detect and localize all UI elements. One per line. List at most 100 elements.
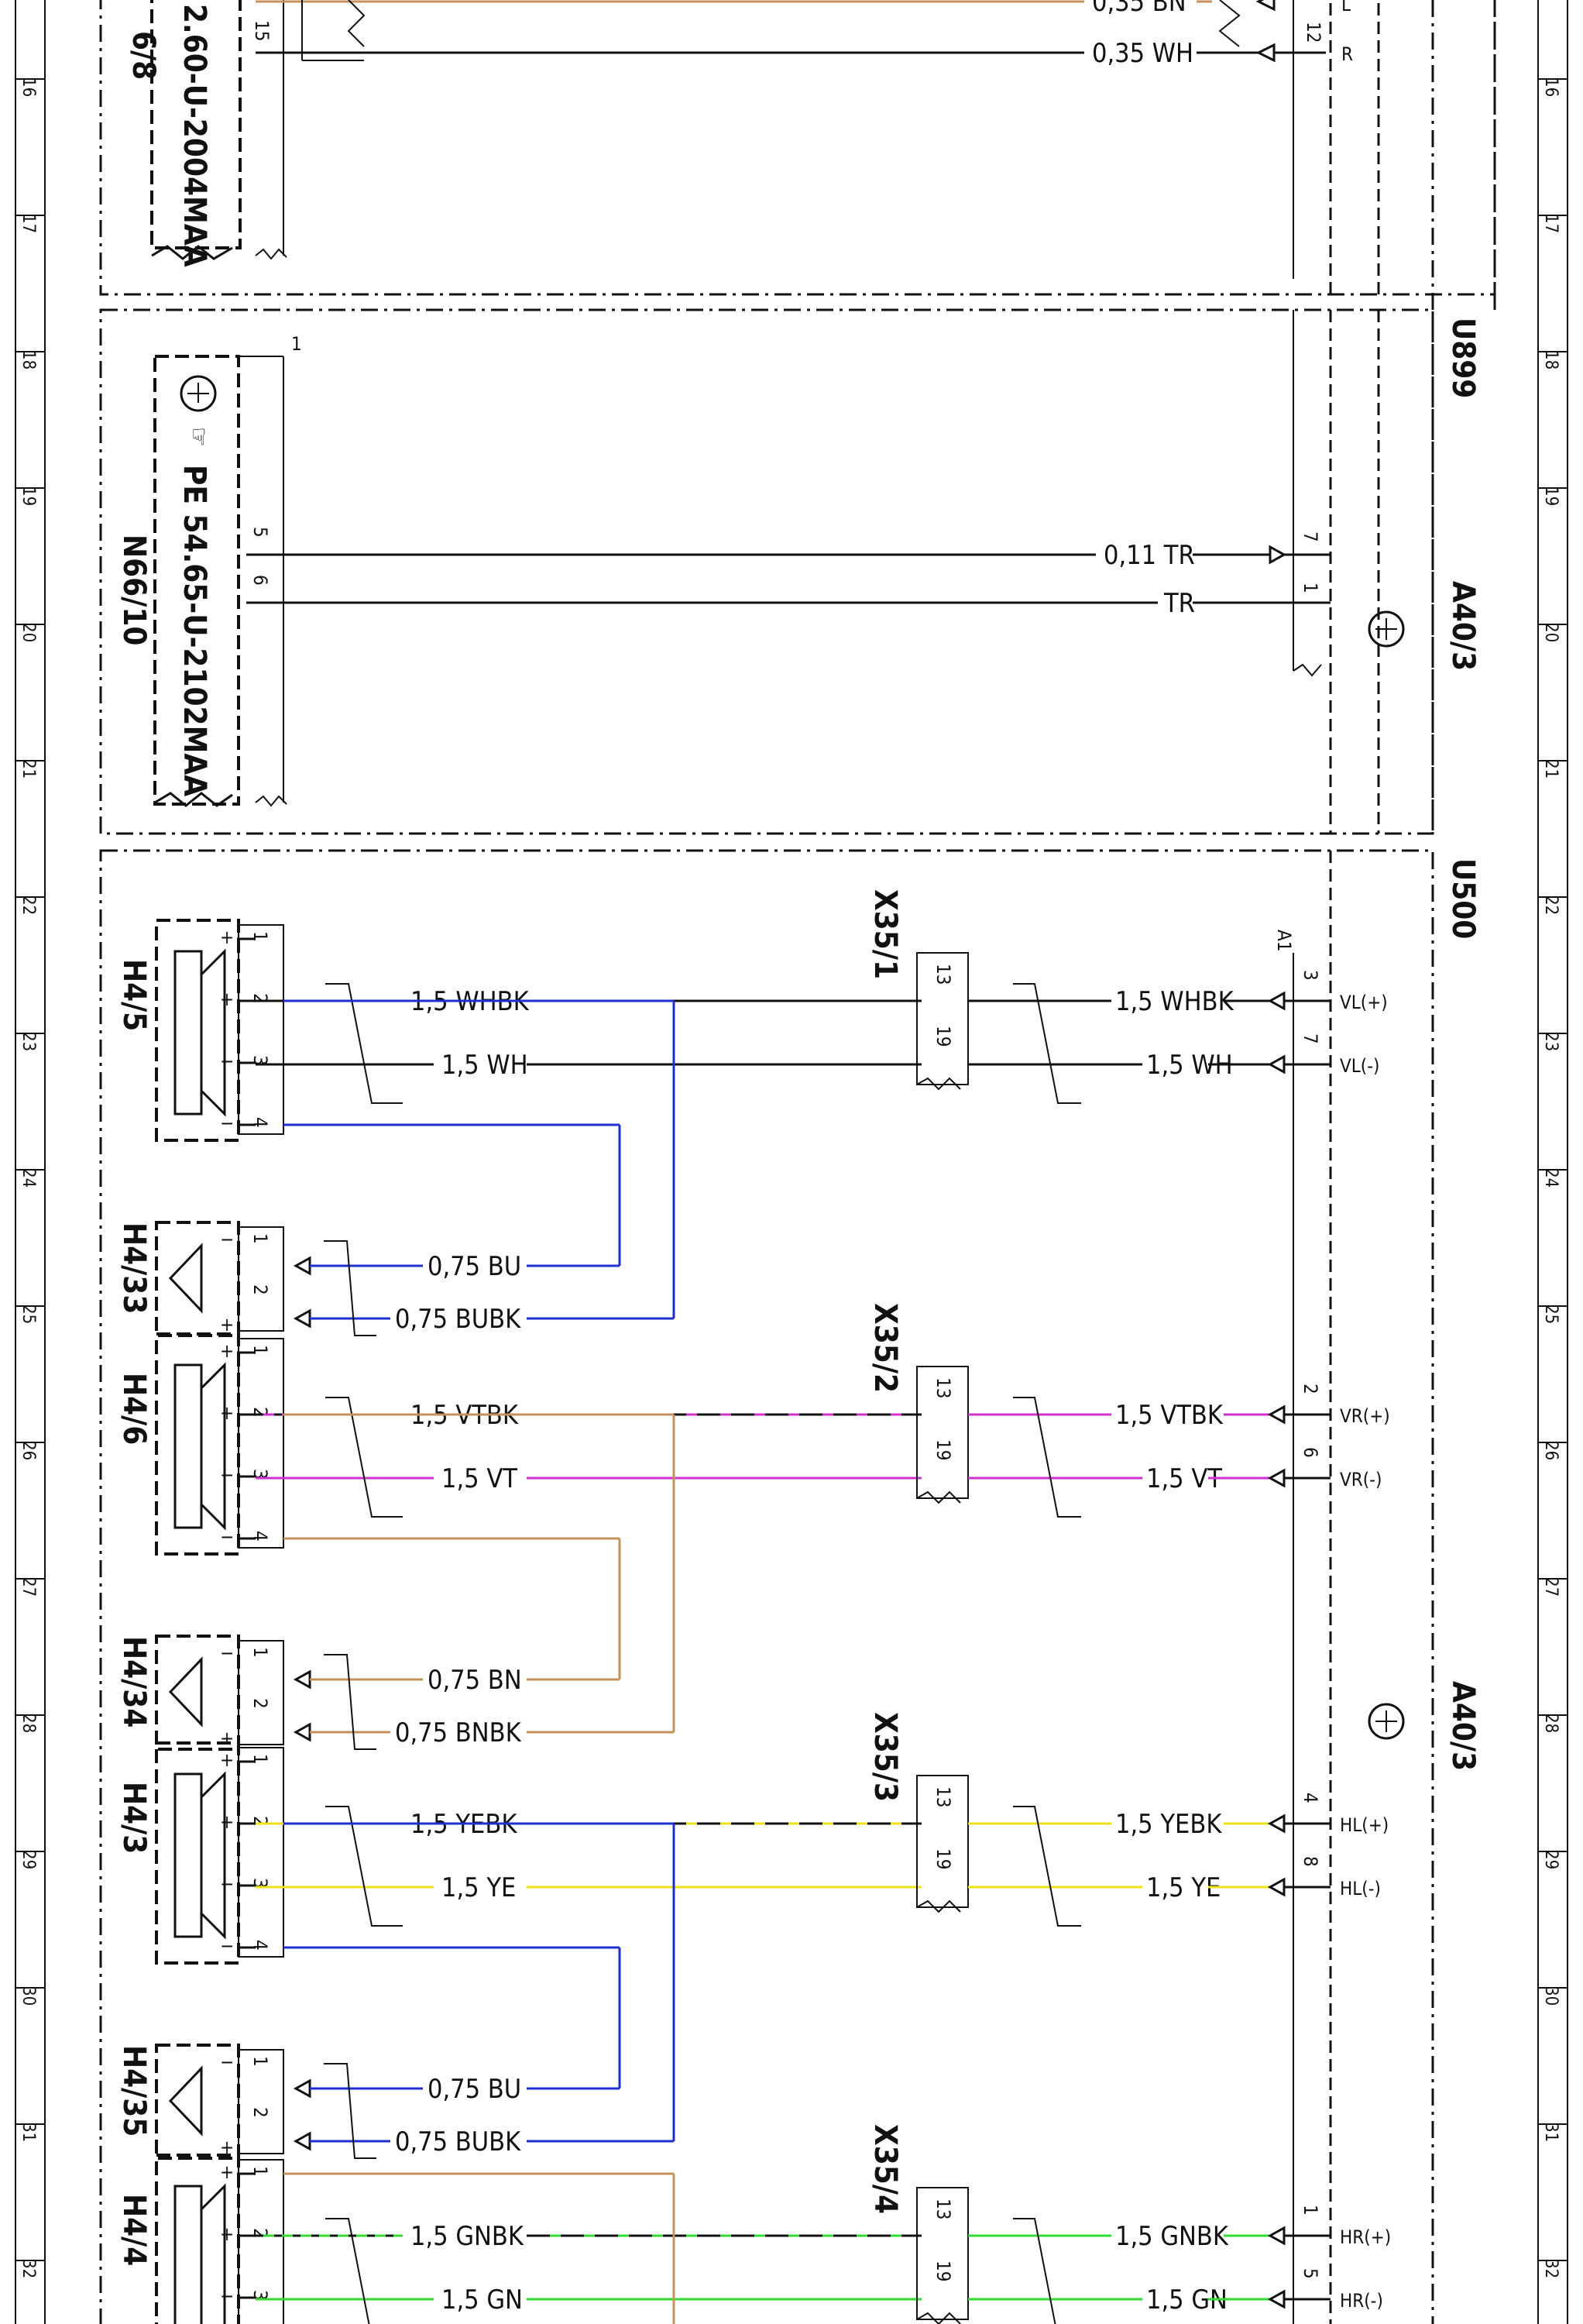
polarity-mark: + bbox=[220, 1402, 234, 1424]
top-block-ref: 6/8 bbox=[125, 31, 161, 80]
polarity-mark: + bbox=[220, 927, 234, 948]
ruler-number: 26 bbox=[1541, 1441, 1561, 1460]
top-pin-12: 12 bbox=[1303, 22, 1324, 43]
ruler-number: 25 bbox=[19, 1305, 38, 1324]
n66-doc-ref: PE 54.65-U-2102MAA bbox=[177, 465, 212, 796]
n66-wire1-right-pin: 7 bbox=[1300, 531, 1321, 542]
twist-mark bbox=[1013, 1806, 1081, 1927]
wire-pos-label: 1,5 GNBK bbox=[410, 2221, 524, 2252]
u500-section: U500 A40/3 A1 bbox=[99, 849, 1481, 2324]
tweeter-pin: 2 bbox=[249, 1284, 271, 1295]
polarity-mark: − bbox=[220, 1526, 234, 1548]
ruler-number: 24 bbox=[19, 1168, 38, 1188]
tweeter-connector bbox=[238, 1226, 284, 1332]
tweeter-arrow bbox=[293, 2078, 311, 2099]
transistor-icon bbox=[1368, 1703, 1405, 1740]
x35-pin-19: 19 bbox=[932, 2260, 954, 2281]
x35-break bbox=[916, 1077, 961, 1091]
ruler-number: 18 bbox=[19, 350, 38, 370]
wire-pos-label-right: 1,5 VTBK bbox=[1115, 1400, 1224, 1431]
polarity-mark: − bbox=[220, 1935, 234, 1957]
tweeter-wire-2-label: 0,75 BNBK bbox=[395, 1717, 522, 1748]
tweeter-connector bbox=[238, 1640, 284, 1745]
amp-out-pos: HL(+) bbox=[1340, 1814, 1389, 1836]
twist-mark bbox=[324, 2063, 376, 2159]
arrow-pos bbox=[1267, 2226, 1286, 2246]
amp-pin-pos: 4 bbox=[1300, 1793, 1321, 1803]
speaker-label: H4/5 bbox=[116, 959, 152, 1031]
speaker-pin: 2 bbox=[249, 1816, 271, 1827]
ruler-number: 16 bbox=[1541, 77, 1561, 97]
top-wire-1-label: 0,35 BN bbox=[1092, 0, 1186, 18]
ruler-number: 20 bbox=[1541, 623, 1561, 642]
amp-pin-neg: 6 bbox=[1300, 1447, 1321, 1458]
twist-mark bbox=[325, 983, 403, 1104]
twist-mark bbox=[325, 1806, 403, 1927]
n66-pin-1: 1 bbox=[291, 333, 302, 355]
ruler-number: 31 bbox=[19, 2123, 38, 2142]
polarity-mark: − bbox=[220, 1873, 234, 1895]
polarity-mark: − bbox=[220, 1464, 234, 1486]
ruler-number: 26 bbox=[19, 1441, 38, 1460]
n66-wire2-left-pin: 6 bbox=[249, 575, 271, 586]
tweeter-pin: 2 bbox=[249, 1698, 271, 1709]
speaker-pin: 1 bbox=[249, 1754, 271, 1765]
ruler-number: 17 bbox=[1541, 214, 1561, 233]
amp-out-pos: VR(+) bbox=[1340, 1405, 1390, 1427]
ruler-number: 27 bbox=[1541, 1577, 1561, 1597]
speaker-pin: 1 bbox=[249, 1345, 271, 1356]
ruler-number: 17 bbox=[19, 214, 38, 233]
speaker-box bbox=[155, 1332, 240, 1556]
speaker-icon bbox=[173, 1362, 226, 1531]
speaker-box bbox=[155, 1741, 240, 1965]
arrow-pos bbox=[1267, 991, 1286, 1011]
n66-wire1-left-pin: 5 bbox=[249, 527, 271, 538]
polarity-mark: + bbox=[220, 1811, 234, 1833]
tweeter-wire-1-label: 0,75 BU bbox=[428, 2074, 521, 2105]
tweeter-pin: 1 bbox=[249, 1647, 271, 1658]
speaker-label: H4/6 bbox=[116, 1373, 152, 1445]
speaker-pin: 1 bbox=[249, 931, 271, 942]
amp-pin-pos: 1 bbox=[1300, 2205, 1321, 2216]
ruler-number: 23 bbox=[1541, 1032, 1561, 1051]
x35-break bbox=[916, 1899, 961, 1913]
ruler-number: 23 bbox=[19, 1032, 38, 1051]
ruler-number: 32 bbox=[19, 2259, 38, 2278]
ruler-number: 29 bbox=[1541, 1850, 1561, 1869]
wire-neg-label: 1,5 YE bbox=[441, 1872, 516, 1903]
amp-out-neg: HR(-) bbox=[1340, 2290, 1383, 2312]
arrow-neg bbox=[1267, 1468, 1286, 1488]
twist-mark bbox=[1013, 983, 1081, 1104]
ruler-number: 29 bbox=[19, 1850, 38, 1869]
tweeter-wire-1-label: 0,75 BU bbox=[428, 1251, 521, 1282]
polarity-mark: − bbox=[220, 1229, 234, 1250]
n66-block: 1 ☞ PE 54.65-U-2102MAA N66/10 5 6 0,11 T… bbox=[99, 0, 1496, 835]
arrow-neg bbox=[1267, 1877, 1286, 1897]
twist-mark bbox=[324, 1654, 376, 1750]
tweeter-arrow bbox=[293, 1669, 311, 1690]
top-wire-2-label: 0,35 WH bbox=[1092, 38, 1193, 69]
polarity-mark: + bbox=[220, 1728, 234, 1749]
ruler-number: 19 bbox=[19, 486, 38, 506]
tweeter-box bbox=[155, 1221, 240, 1337]
twist-mark bbox=[1013, 2218, 1056, 2324]
speaker-box bbox=[155, 919, 240, 1142]
arrow-neg bbox=[1267, 2289, 1286, 2309]
tweeter-wire-2-label: 0,75 BUBK bbox=[395, 1304, 521, 1335]
speaker-connector bbox=[238, 1338, 284, 1549]
wire-pos-label-right: 1,5 GNBK bbox=[1115, 2221, 1229, 2252]
tweeter-box bbox=[155, 2044, 240, 2160]
tweeter-wire-1-label: 0,75 BN bbox=[428, 1665, 522, 1696]
x35-pin-13: 13 bbox=[932, 2199, 954, 2219]
amp-out-pos: VL(+) bbox=[1340, 992, 1388, 1013]
x35-pin-19: 19 bbox=[932, 1439, 954, 1460]
wire-neg-label: 1,5 WH bbox=[441, 1050, 528, 1081]
tweeter-box bbox=[155, 1635, 240, 1751]
amp-out-neg: HL(-) bbox=[1340, 1878, 1381, 1899]
speaker-pin: 2 bbox=[249, 1407, 271, 1418]
tweeter-pin: 2 bbox=[249, 2107, 271, 2118]
speaker-pin: 4 bbox=[249, 1940, 271, 1951]
